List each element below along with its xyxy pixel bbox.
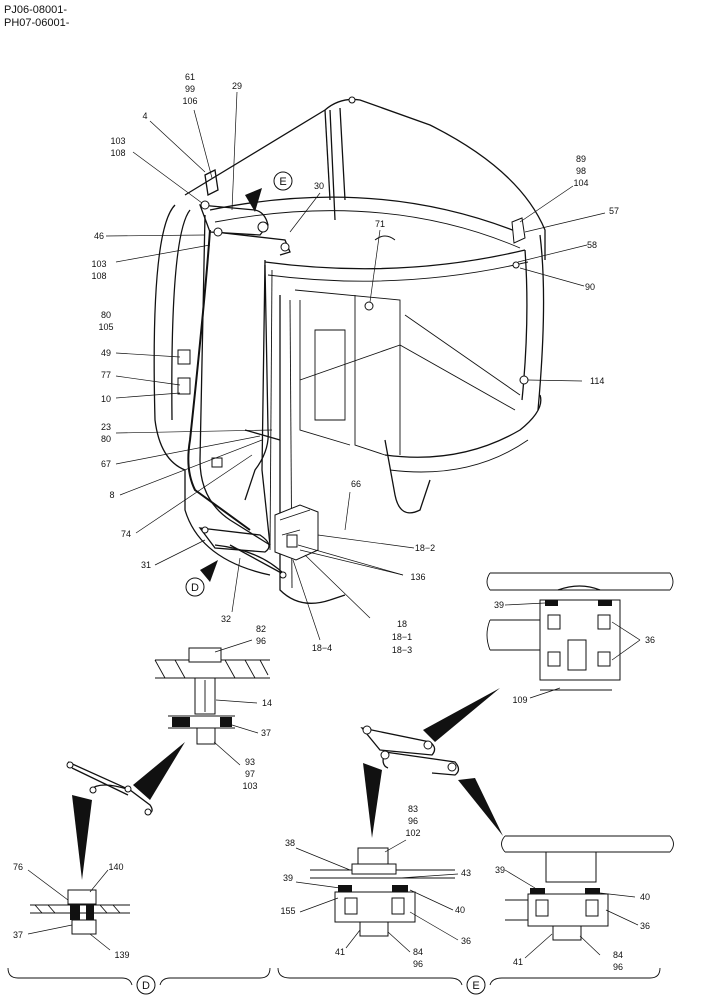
callout-84b: 84 bbox=[613, 950, 623, 960]
callout-89: 89 bbox=[576, 154, 586, 164]
callout-105: 105 bbox=[98, 322, 113, 332]
callout-74: 74 bbox=[121, 529, 131, 539]
callout-80b: 80 bbox=[101, 434, 111, 444]
callout-76: 76 bbox=[13, 862, 23, 872]
callout-98: 98 bbox=[576, 166, 586, 176]
callout-109: 109 bbox=[512, 695, 527, 705]
callout-66: 66 bbox=[351, 479, 361, 489]
callout-18-1: 18−1 bbox=[392, 632, 412, 642]
callout-43: 43 bbox=[461, 868, 471, 878]
callout-23: 23 bbox=[101, 422, 111, 432]
callout-57: 57 bbox=[609, 206, 619, 216]
callout-18-2: 18−2 bbox=[415, 543, 435, 553]
callout-29: 29 bbox=[232, 81, 242, 91]
callout-140: 140 bbox=[108, 862, 123, 872]
section-d-bracket: D bbox=[7, 967, 271, 995]
e-lower-right-detail: 39 40 36 41 84 96 bbox=[495, 835, 674, 972]
callout-71: 71 bbox=[375, 219, 385, 229]
view-e-marker: E bbox=[245, 171, 293, 212]
callout-30: 30 bbox=[314, 181, 324, 191]
callout-37b: 37 bbox=[13, 930, 23, 940]
callout-37a: 37 bbox=[261, 728, 271, 738]
callout-82: 82 bbox=[256, 624, 266, 634]
callout-18-4: 18−4 bbox=[312, 643, 332, 653]
callout-96c: 96 bbox=[413, 959, 423, 969]
serial-line-1: PJ06-08001- bbox=[4, 4, 67, 16]
pointer-arrow-d-bolt bbox=[133, 742, 185, 800]
callout-108b: 108 bbox=[91, 271, 106, 281]
d-rod-assembly bbox=[66, 761, 153, 816]
callout-38: 38 bbox=[285, 838, 295, 848]
callout-4: 4 bbox=[142, 111, 147, 121]
e-link-assembly bbox=[360, 725, 460, 776]
callout-58: 58 bbox=[587, 240, 597, 250]
leader-lines-main bbox=[105, 91, 606, 641]
section-e-bracket: E bbox=[277, 967, 661, 995]
callout-106: 106 bbox=[182, 96, 197, 106]
callout-103b: 103 bbox=[91, 259, 106, 269]
callout-139: 139 bbox=[114, 950, 129, 960]
callout-40b: 40 bbox=[640, 892, 650, 902]
callout-8: 8 bbox=[109, 490, 114, 500]
callout-83: 83 bbox=[408, 804, 418, 814]
callout-46: 46 bbox=[94, 231, 104, 241]
section-e-label: E bbox=[472, 980, 479, 992]
view-e-letter: E bbox=[279, 176, 286, 188]
callout-39c: 39 bbox=[495, 865, 505, 875]
callout-41b: 41 bbox=[513, 957, 523, 967]
callout-104: 104 bbox=[573, 178, 588, 188]
callout-36a: 36 bbox=[645, 635, 655, 645]
callout-14: 14 bbox=[262, 698, 272, 708]
callout-114: 114 bbox=[590, 376, 604, 386]
section-d-label: D bbox=[142, 980, 150, 992]
callout-103c: 103 bbox=[242, 781, 257, 791]
callouts-main: 61 99 106 29 4 103 108 30 46 103 108 71 … bbox=[91, 72, 619, 655]
callout-97: 97 bbox=[245, 769, 255, 779]
bolt-detail: 82 96 14 37 93 97 103 bbox=[154, 624, 272, 791]
callout-108a: 108 bbox=[110, 148, 125, 158]
pointer-arrow-e-right bbox=[458, 778, 503, 836]
callout-99: 99 bbox=[185, 84, 195, 94]
serial-number-range: PJ06-08001- PH07-06001- bbox=[4, 4, 69, 30]
callout-96a: 96 bbox=[256, 636, 266, 646]
callout-39a: 39 bbox=[494, 600, 504, 610]
callout-39b: 39 bbox=[283, 873, 293, 883]
callout-31: 31 bbox=[141, 560, 151, 570]
cab-assembly bbox=[153, 96, 546, 604]
callout-96d: 96 bbox=[613, 962, 623, 972]
callout-61: 61 bbox=[185, 72, 195, 82]
callout-77: 77 bbox=[101, 370, 111, 380]
callout-155: 155 bbox=[280, 906, 295, 916]
pointer-arrow-d-section bbox=[72, 795, 92, 880]
callout-10: 10 bbox=[101, 394, 111, 404]
callout-41a: 41 bbox=[335, 947, 345, 957]
callout-67: 67 bbox=[101, 459, 111, 469]
callout-49: 49 bbox=[101, 348, 111, 358]
pointer-arrow-e-left bbox=[363, 763, 382, 838]
callout-36c: 36 bbox=[640, 921, 650, 931]
d-section-detail: 76 140 37 139 bbox=[13, 862, 130, 960]
view-d-letter: D bbox=[191, 582, 199, 594]
callout-103a: 103 bbox=[110, 136, 125, 146]
callout-32: 32 bbox=[221, 614, 231, 624]
pointer-arrow-e-upper bbox=[423, 688, 500, 742]
callout-96b: 96 bbox=[408, 816, 418, 826]
callout-90: 90 bbox=[585, 282, 595, 292]
callout-18-3: 18−3 bbox=[392, 645, 412, 655]
callout-93: 93 bbox=[245, 757, 255, 767]
e-lower-left-detail: 83 96 102 38 43 39 155 40 36 41 84 96 bbox=[280, 804, 471, 969]
callout-36b: 36 bbox=[461, 936, 471, 946]
callout-102: 102 bbox=[405, 828, 420, 838]
serial-line-2: PH07-06001- bbox=[4, 17, 70, 29]
callout-84a: 84 bbox=[413, 947, 423, 957]
callout-40a: 40 bbox=[455, 905, 465, 915]
callout-18: 18 bbox=[397, 619, 407, 629]
view-d-marker: D bbox=[185, 560, 218, 597]
callout-136: 136 bbox=[410, 572, 425, 582]
callout-80a: 80 bbox=[101, 310, 111, 320]
e-upper-detail: 39 36 109 bbox=[486, 572, 674, 705]
